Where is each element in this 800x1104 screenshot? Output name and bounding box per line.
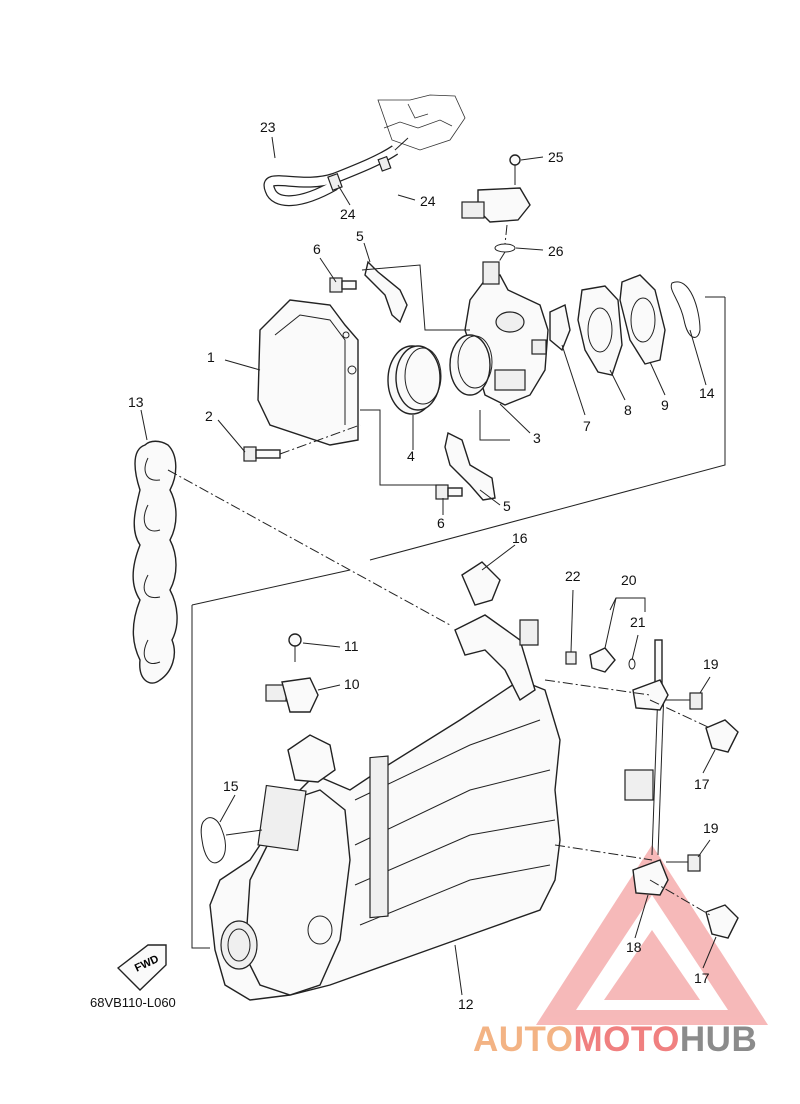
callout-26: 26	[548, 243, 564, 259]
o-ring-15	[200, 817, 226, 864]
callout-leader-lines	[140, 136, 717, 996]
diagram-code: 68VB110-L060	[90, 995, 176, 1010]
callout-13: 13	[128, 394, 144, 410]
callout-6-lower: 6	[437, 515, 445, 531]
watermark-part-2: MOTO	[573, 1020, 680, 1059]
callout-numbers: 1 2 3 4 5 5 6 6 7 8 9 10 11 12 13 14 15 …	[128, 119, 719, 1012]
callout-19-lower: 19	[703, 820, 719, 836]
callout-20: 20	[621, 572, 637, 588]
upper-frame-lines	[360, 264, 726, 561]
callout-11: 11	[344, 638, 359, 654]
manifold-sensors	[265, 561, 539, 713]
gaskets	[549, 274, 701, 376]
callout-16: 16	[512, 530, 528, 546]
callout-9: 9	[661, 397, 669, 413]
bolt-2	[243, 424, 361, 462]
callout-5-upper: 5	[356, 228, 364, 244]
bolt-6-upper	[329, 277, 357, 293]
leader-line-13	[167, 469, 451, 626]
intake-manifold	[209, 614, 561, 1001]
callout-23: 23	[260, 119, 276, 135]
fwd-arrow: FWD	[116, 944, 167, 991]
callout-21: 21	[630, 614, 646, 630]
callout-17-upper: 17	[694, 776, 710, 792]
callout-3: 3	[533, 430, 541, 446]
callout-25: 25	[548, 149, 564, 165]
callout-24-right: 24	[420, 193, 436, 209]
callout-7: 7	[583, 418, 591, 434]
callout-4: 4	[407, 448, 415, 464]
collar-4	[387, 334, 493, 415]
lower-frame-lines	[191, 569, 711, 949]
watermark-part-3: HUB	[679, 1020, 758, 1059]
callout-18: 18	[626, 939, 642, 955]
callout-1: 1	[207, 349, 215, 365]
callout-22: 22	[565, 568, 581, 584]
sensor-assembly	[461, 154, 531, 269]
watermark-text: AUTOMOTOHUB	[473, 1020, 757, 1060]
callout-2: 2	[205, 408, 213, 424]
callout-14: 14	[699, 385, 715, 401]
callout-5-lower: 5	[503, 498, 511, 514]
callout-10: 10	[344, 676, 360, 692]
watermark-part-1: AUTO	[473, 1020, 574, 1059]
callout-19-upper: 19	[703, 656, 719, 672]
callout-8: 8	[624, 402, 632, 418]
fuel-rail	[565, 639, 739, 939]
callout-17-lower: 17	[694, 970, 710, 986]
callout-6-upper: 6	[313, 241, 321, 257]
callout-24-left: 24	[340, 206, 356, 222]
watermark-triangle	[536, 845, 768, 1025]
gasket-13	[132, 440, 178, 684]
engine-reference-outline	[377, 94, 466, 151]
hose-23	[263, 137, 409, 207]
bolt-6-lower	[435, 484, 463, 500]
bolts	[243, 277, 463, 500]
callout-12: 12	[458, 996, 474, 1012]
callout-15: 15	[223, 778, 239, 794]
intake-cover	[257, 299, 359, 446]
brackets	[364, 260, 496, 501]
